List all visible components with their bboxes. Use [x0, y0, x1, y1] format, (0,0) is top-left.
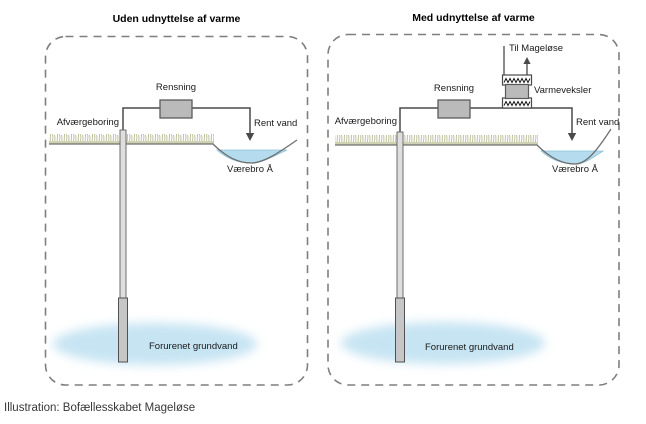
ground-line — [49, 139, 298, 164]
clean-water-label: Rent vand — [576, 117, 620, 128]
grass — [49, 134, 214, 144]
right-panel-title: Med udnyttelse af varme — [412, 12, 535, 24]
coil-top — [503, 77, 531, 84]
to-mageloese-label: Til Mageløse — [509, 43, 564, 54]
down-arrow-icon — [245, 133, 255, 141]
panel-border — [327, 33, 620, 386]
groundwater-label: Forurenet grundvand — [149, 341, 238, 352]
heat-exchanger-label: Varmeveksler — [534, 85, 592, 96]
well-label: Afværgeboring — [56, 117, 119, 128]
illustration-credit: Illustration: Bofællesskabet Mageløse — [4, 402, 196, 414]
well-screen — [118, 297, 128, 363]
coil-bottom — [503, 100, 531, 107]
left-panel-title: Uden udnyttelse af varme — [112, 13, 241, 25]
ground-line — [335, 128, 612, 165]
groundwater-plume — [341, 322, 545, 364]
treatment-box — [159, 99, 193, 119]
grass-band — [335, 142, 538, 145]
stream-label: Værebro Å — [552, 164, 598, 175]
groundwater-plume — [53, 323, 257, 365]
groundwater-label: Forurenet grundvand — [425, 342, 514, 353]
treatment-label: Rensning — [433, 83, 475, 94]
well-casing — [396, 131, 404, 299]
treatment-label: Rensning — [155, 82, 197, 93]
well-screen — [395, 297, 405, 363]
clean-water-label: Rent vand — [254, 118, 298, 129]
heat-exchanger — [501, 46, 533, 109]
stream-water — [215, 149, 288, 164]
up-arrow-icon — [523, 57, 531, 64]
left-panel-diagram — [44, 35, 309, 386]
well-label: Afværgeboring — [334, 116, 397, 127]
right-panel-diagram — [327, 33, 620, 386]
exchanger-body — [504, 83, 530, 100]
stream-label: Værebro Å — [227, 164, 273, 175]
grass-band — [49, 141, 214, 144]
treatment-box — [437, 99, 471, 119]
panel-border — [44, 35, 309, 386]
grass — [335, 135, 538, 145]
pipe — [399, 107, 573, 136]
down-arrow-icon — [567, 133, 577, 141]
well-casing — [119, 129, 127, 299]
